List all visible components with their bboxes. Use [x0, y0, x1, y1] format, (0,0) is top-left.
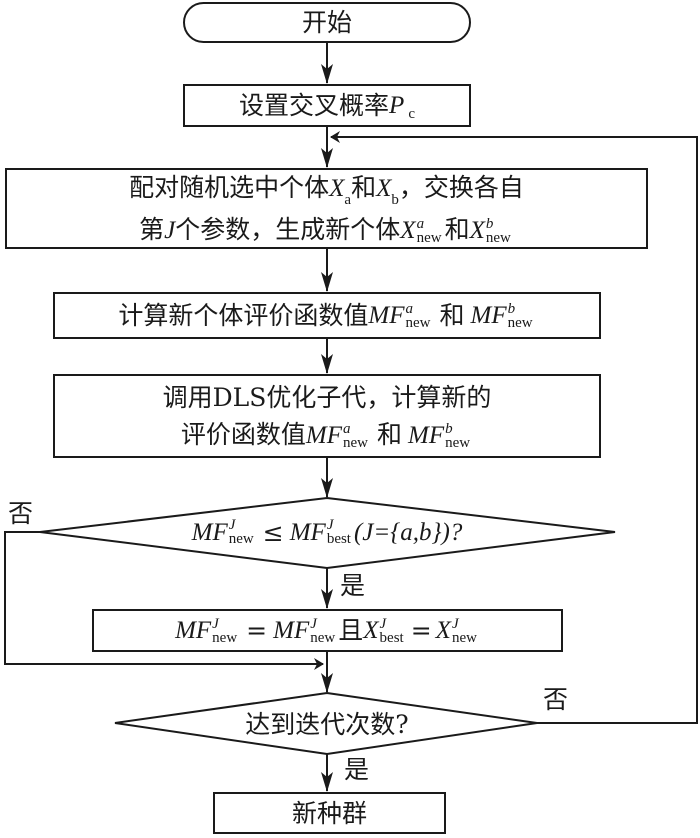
var-mf: MF	[368, 302, 405, 329]
dls-text: 评价函数值	[180, 419, 306, 449]
sup-j: J	[379, 615, 387, 632]
sub-new: new	[445, 435, 471, 451]
sub-new: new	[228, 531, 254, 547]
and-text: 和	[444, 214, 470, 244]
sub-new: new	[310, 629, 336, 646]
sub-new: new	[212, 629, 238, 646]
var-mf: MF	[273, 617, 310, 644]
edge-iter-no	[330, 131, 698, 724]
var-x: X	[376, 174, 392, 202]
sup-a: a	[343, 421, 351, 437]
compare-no-label: 否	[8, 499, 34, 528]
leq-op: ≤	[262, 517, 284, 547]
eq-op: =	[410, 616, 432, 645]
sup-b: b	[507, 300, 516, 317]
sup-j: J	[228, 517, 236, 533]
sub-new: new	[405, 314, 431, 331]
iter-no-label: 否	[543, 685, 569, 714]
iter-check-diamond-shape	[114, 691, 538, 756]
sub-best: best	[326, 531, 351, 547]
start-terminator: 开始	[183, 2, 471, 43]
sup-j: J	[451, 615, 459, 632]
sup-b: b	[485, 216, 494, 232]
sup-j: J	[310, 615, 317, 632]
and-text: 和	[377, 419, 403, 449]
pair-select-line-1: 配对随机选中个体Xa和Xb，交换各自	[129, 169, 524, 211]
var-x: X	[363, 617, 379, 644]
pair-text-4: 个参数，生成新个体	[175, 214, 401, 244]
sup-a: a	[405, 300, 414, 317]
sup-b: b	[445, 421, 453, 437]
var-x: X	[469, 216, 485, 244]
var-j: J	[164, 216, 176, 244]
and-text: 和	[351, 172, 377, 202]
sub-new: new	[507, 314, 533, 331]
qie-text: 且	[338, 616, 364, 645]
iter-check-diamond: 达到迭代次数?	[200, 705, 454, 743]
var-x: X	[400, 216, 416, 244]
prob-var: P	[389, 92, 405, 119]
sub-new: new	[451, 629, 477, 646]
sup-j: J	[326, 517, 334, 533]
compare-diamond-shape	[39, 496, 616, 570]
var-x: X	[329, 174, 345, 202]
sub-new: new	[343, 435, 368, 451]
start-text: 开始	[301, 8, 352, 37]
var-x: X	[435, 617, 451, 644]
var-mf: MF	[175, 617, 212, 644]
eq-op: =	[246, 616, 268, 645]
set-prob-text: 设置交叉概率	[239, 91, 390, 120]
pair-text-3: 第	[139, 214, 165, 244]
sup-j: J	[212, 615, 219, 632]
sub-a: a	[344, 191, 352, 208]
sub-b: b	[391, 191, 399, 208]
pair-text-1: 配对随机选中个体	[129, 172, 330, 202]
var-mf: MF	[408, 421, 445, 449]
sub-best: best	[379, 629, 404, 646]
pair-text-2: ，交换各自	[398, 172, 524, 202]
sub-new: new	[416, 230, 442, 246]
var-mf: MF	[191, 518, 228, 546]
compare-cond: (J={a,b})?	[353, 518, 463, 546]
compare-yes-label: 是	[340, 571, 366, 600]
iter-check-text: 达到迭代次数?	[245, 709, 409, 739]
end-text: 新种群	[291, 798, 367, 828]
sup-a: a	[416, 216, 425, 232]
var-mf: MF	[305, 421, 342, 449]
prob-sub: c	[408, 106, 415, 122]
sub-new: new	[485, 230, 511, 246]
var-mf: MF	[289, 518, 326, 546]
dls-line-1: 调用DLS优化子代，计算新的	[162, 382, 492, 412]
edge-compare-no	[4, 531, 324, 670]
iter-yes-label: 是	[344, 755, 370, 784]
calc-eval-text: 计算新个体评价函数值	[118, 301, 369, 330]
var-mf: MF	[470, 302, 507, 329]
new-population-box: 新种群	[213, 792, 446, 834]
and-text: 和	[439, 301, 465, 330]
